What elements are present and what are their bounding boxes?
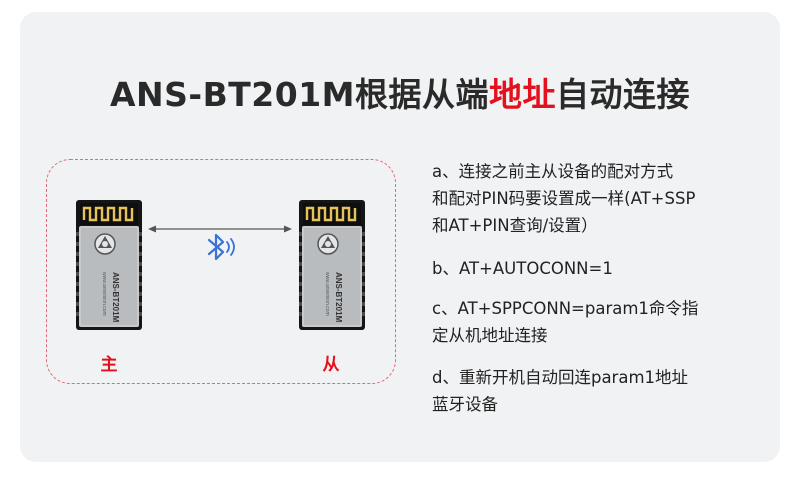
- connection-diagram-frame: [46, 159, 396, 384]
- module-chip-text: ANS-BT201M: [334, 272, 343, 323]
- double-arrow-icon: [148, 225, 292, 233]
- step-a-line-2: 和配对PIN码要设置成一样(AT+SSP: [432, 189, 696, 208]
- page-title: ANS-BT201M根据从端地址自动连接: [0, 68, 800, 116]
- master-module: ANS-BT201M www.ansvision.com: [76, 200, 142, 330]
- step-c-line-2: 定从机地址连接: [432, 326, 548, 345]
- step-a-line-1: a、连接之前主从设备的配对方式: [432, 162, 674, 181]
- title-highlight: 地址: [489, 75, 556, 114]
- module-pins: [299, 232, 365, 316]
- slave-module: ANS-BT201M www.ansvision.com: [299, 200, 365, 330]
- step-d-line-2: 蓝牙设备: [432, 395, 498, 414]
- step-b-line-1: b、AT+AUTOCONN=1: [432, 259, 613, 278]
- step-c: c、AT+SPPCONN=param1命令指 定从机地址连接: [432, 295, 698, 349]
- title-suffix: 自动连接: [556, 75, 690, 114]
- module-logo-icon: [317, 233, 339, 255]
- step-a-line-3: 和AT+PIN查询/设置）: [432, 216, 598, 235]
- module-pins: [76, 232, 142, 316]
- master-label: 主: [100, 355, 118, 375]
- module-chip-url: www.ansvision.com: [101, 272, 107, 316]
- module-chip-url: www.ansvision.com: [324, 272, 330, 316]
- step-a: a、连接之前主从设备的配对方式 和配对PIN码要设置成一样(AT+SSP 和AT…: [432, 158, 695, 239]
- module-chip-text: ANS-BT201M: [111, 272, 120, 323]
- antenna-trace: [305, 206, 357, 222]
- bluetooth-icon: [207, 233, 235, 261]
- step-b: b、AT+AUTOCONN=1: [432, 255, 613, 282]
- step-d-line-1: d、重新开机自动回连param1地址: [432, 368, 689, 387]
- background-card: [20, 12, 780, 462]
- title-prefix: ANS-BT201M根据从端: [109, 75, 489, 114]
- step-d: d、重新开机自动回连param1地址 蓝牙设备: [432, 364, 688, 418]
- step-c-line-1: c、AT+SPPCONN=param1命令指: [432, 299, 699, 318]
- antenna-trace: [82, 206, 134, 222]
- module-logo-icon: [94, 233, 116, 255]
- slave-label: 从: [322, 355, 340, 375]
